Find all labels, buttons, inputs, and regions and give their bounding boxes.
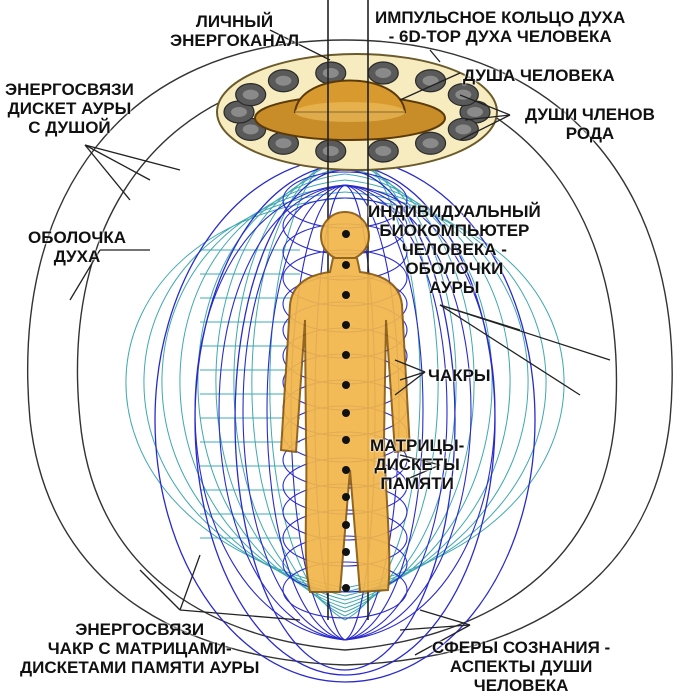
label-chakras: ЧАКРЫ xyxy=(428,366,491,385)
chakra-point xyxy=(342,466,350,474)
chakra-point xyxy=(342,436,350,444)
clan-soul-disk-core xyxy=(231,107,247,117)
clan-soul-disk-core xyxy=(455,124,472,135)
chakra-points xyxy=(342,230,350,592)
label-aura-links: ЭНЕРГОСВЯЗИ ДИСКЕТ АУРЫ С ДУШОЙ xyxy=(5,80,134,137)
meridian-left xyxy=(266,184,346,641)
clan-soul-disk-core xyxy=(422,138,439,149)
consciousness-sphere-ring xyxy=(282,561,408,619)
field-line-left xyxy=(125,197,346,589)
chakra-point xyxy=(342,409,350,417)
chakra-point xyxy=(342,230,350,238)
chakra-point xyxy=(342,584,350,592)
clan-soul-disk-core xyxy=(422,75,439,86)
meridian-right xyxy=(344,184,496,641)
meridian-left xyxy=(242,184,346,641)
label-impulse-ring: ИМПУЛЬСНОЕ КОЛЬЦО ДУХА - 6D-ТОР ДУХА ЧЕЛ… xyxy=(375,8,626,46)
clan-soul-disk-core xyxy=(375,145,392,156)
meridian-right xyxy=(344,184,472,641)
field-line-right xyxy=(344,167,475,609)
clan-soul-disk-core xyxy=(467,107,483,117)
label-personal-channel: ЛИЧНЫЙ ЭНЕРГОКАНАЛ xyxy=(170,12,300,50)
label-spirit-shell: ОБОЛОЧКА ДУХА xyxy=(28,228,126,266)
field-line-right xyxy=(344,191,547,593)
chakra-point xyxy=(342,261,350,269)
human-body xyxy=(279,211,412,594)
meridian-right xyxy=(344,184,448,641)
label-biocomputer: ИНДИВИДУАЛЬНЫЙ БИОКОМПЬЮТЕР ЧЕЛОВЕКА - О… xyxy=(368,202,541,297)
chakra-point xyxy=(342,521,350,529)
clan-soul-disk-core xyxy=(322,68,339,79)
clan-soul-disk-core xyxy=(322,145,339,156)
meridian-left xyxy=(218,184,346,641)
human-soul xyxy=(254,79,446,141)
chakra-point xyxy=(342,381,350,389)
label-chakra-links: ЭНЕРГОСВЯЗИ ЧАКР С МАТРИЦАМИ- ДИСКЕТАМИ … xyxy=(20,620,260,677)
clan-soul-disk-core xyxy=(242,124,259,135)
label-soul: ДУША ЧЕЛОВЕКА xyxy=(463,66,615,85)
field-line-right xyxy=(344,155,439,617)
clan-soul-disk-core xyxy=(275,138,292,149)
clan-soul-disk-core xyxy=(242,89,259,100)
chakra-point xyxy=(342,321,350,329)
clan-soul-disk-core xyxy=(375,68,392,79)
field-line-left xyxy=(143,191,346,593)
label-pointer-lines xyxy=(69,29,611,656)
field-line-left xyxy=(251,155,346,617)
chakra-point xyxy=(342,548,350,556)
label-matrices: МАТРИЦЫ- ДИСКЕТЫ ПАМЯТИ xyxy=(370,436,465,493)
chakra-point xyxy=(342,493,350,501)
clan-soul-disk-core xyxy=(455,89,472,100)
field-line-left xyxy=(215,167,346,609)
chakra-point xyxy=(342,351,350,359)
label-spheres: СФЕРЫ СОЗНАНИЯ - АСПЕКТЫ ДУШИ ЧЕЛОВЕКА xyxy=(432,638,611,695)
meridian-right xyxy=(344,184,424,641)
label-clan-souls: ДУШИ ЧЛЕНОВ РОДА xyxy=(525,105,655,143)
field-line-right xyxy=(344,197,565,589)
clan-soul-disk-core xyxy=(275,75,292,86)
chakra-point xyxy=(342,291,350,299)
clan-soul-disks xyxy=(223,61,491,163)
meridian-left xyxy=(194,184,346,641)
